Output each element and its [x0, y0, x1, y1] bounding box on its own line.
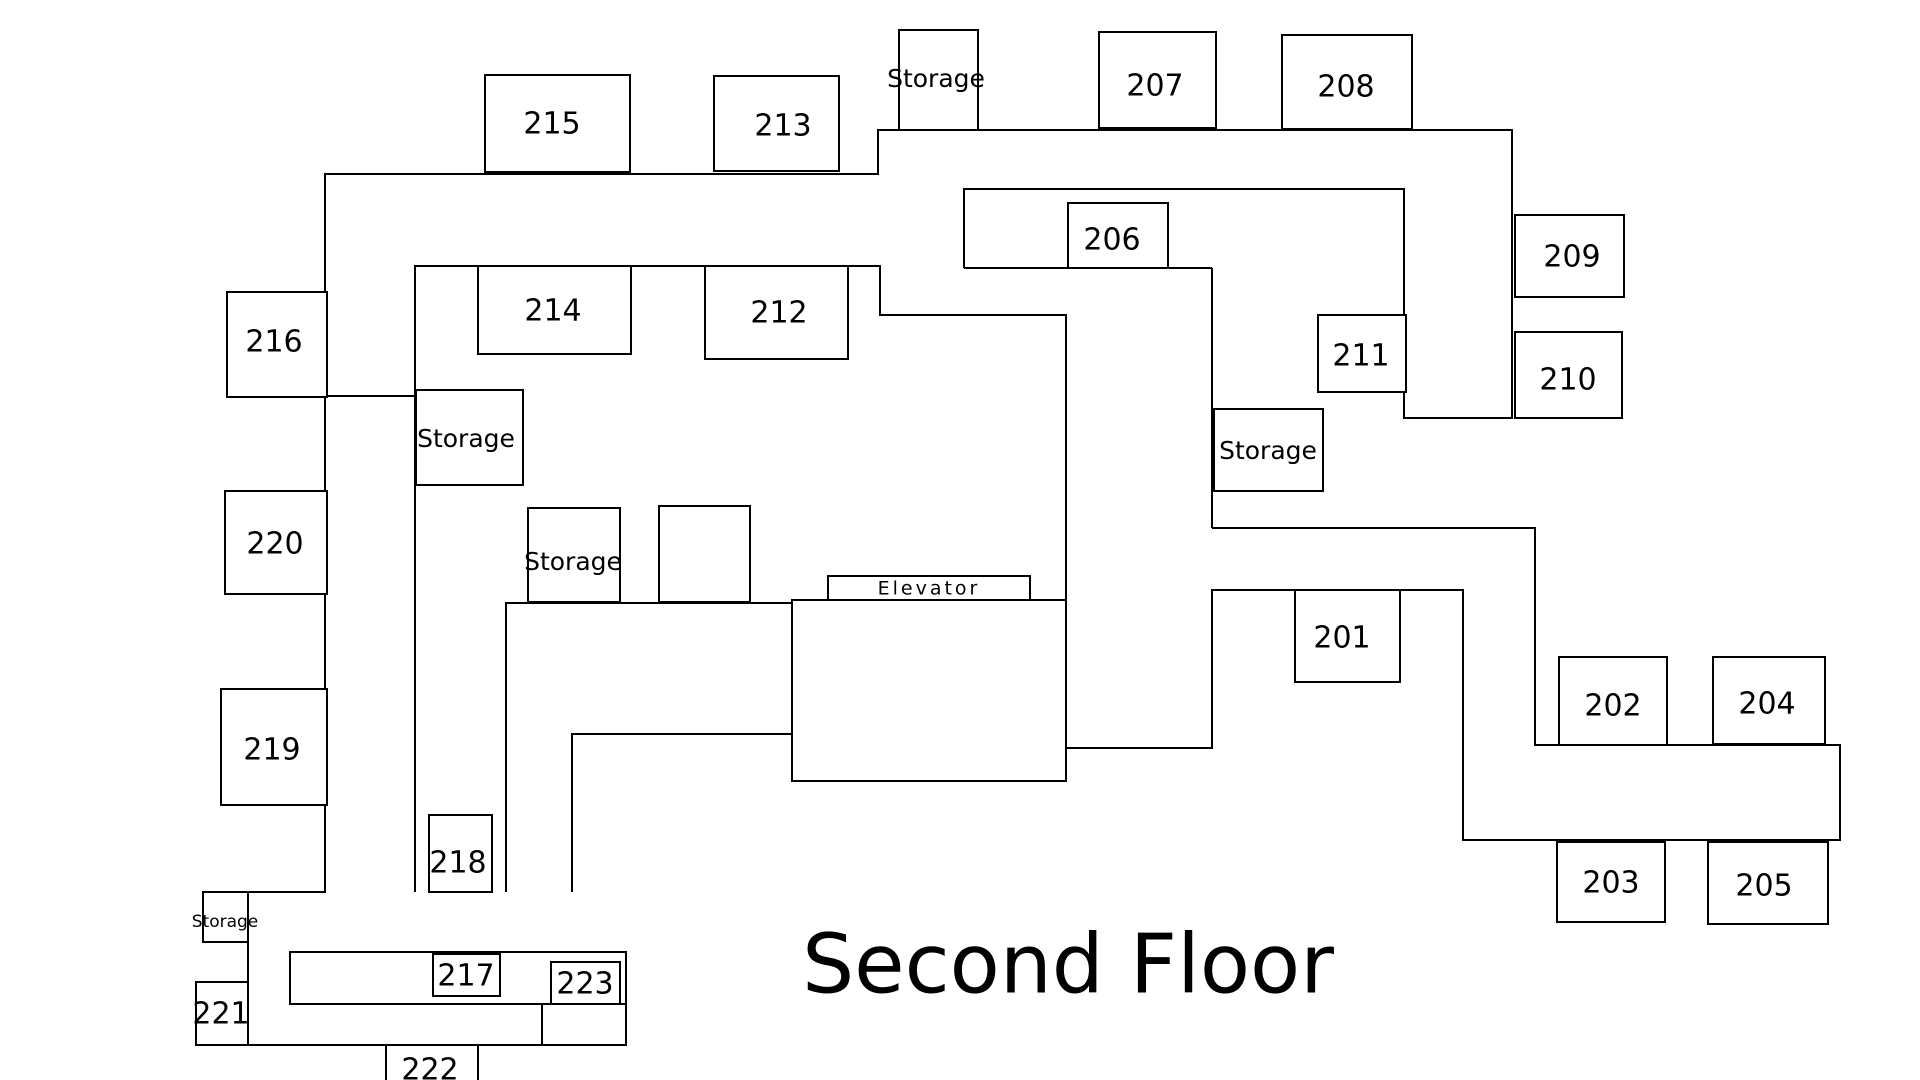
- svg-text:210: 210: [1539, 363, 1596, 398]
- room-208[interactable]: 208: [1281, 34, 1413, 130]
- svg-text:209: 209: [1543, 240, 1600, 275]
- elevator-label: Elevator: [878, 578, 981, 600]
- svg-text:211: 211: [1332, 339, 1389, 374]
- room-218[interactable]: 218: [428, 814, 493, 893]
- svg-text:204: 204: [1738, 687, 1795, 722]
- corridor-south-strip: [289, 951, 627, 1005]
- svg-text:212: 212: [750, 296, 807, 331]
- corridor-north-inner: [414, 265, 1067, 892]
- svg-text:208: 208: [1317, 70, 1374, 105]
- room-217[interactable]: 217: [432, 953, 501, 997]
- svg-text:Storage: Storage: [524, 547, 622, 576]
- room-unlabeled[interactable]: [658, 505, 751, 603]
- room-211[interactable]: 211: [1317, 314, 1407, 393]
- svg-text:Storage: Storage: [192, 912, 259, 932]
- svg-text:201: 201: [1313, 621, 1370, 656]
- svg-text:215: 215: [523, 107, 580, 142]
- svg-text:Storage: Storage: [1219, 436, 1317, 465]
- svg-text:206: 206: [1083, 223, 1140, 258]
- corridor-south-strip-lower: [541, 1003, 627, 1046]
- svg-text:202: 202: [1584, 689, 1641, 724]
- corridor-east-outer: [1066, 527, 1841, 841]
- svg-text:205: 205: [1735, 869, 1792, 904]
- floor-title: Second Floor: [802, 917, 1334, 1012]
- room-219[interactable]: 219: [220, 688, 328, 806]
- svg-text:221: 221: [192, 997, 249, 1032]
- svg-text:213: 213: [754, 109, 811, 144]
- svg-text:220: 220: [246, 527, 303, 562]
- corridor-south-inner: [571, 733, 792, 892]
- room-209[interactable]: 209: [1514, 214, 1625, 298]
- svg-text:218: 218: [429, 846, 486, 881]
- corridor-north-outer: [324, 129, 1513, 665]
- room-207[interactable]: 207: [1098, 31, 1217, 129]
- room-212[interactable]: 212: [704, 265, 849, 360]
- room-214[interactable]: 214: [477, 265, 632, 355]
- room-222[interactable]: 222: [385, 1044, 479, 1080]
- svg-text:207: 207: [1126, 69, 1183, 104]
- room-221[interactable]: 221: [192, 981, 250, 1046]
- svg-text:222: 222: [401, 1053, 458, 1080]
- room-216[interactable]: 216: [226, 291, 328, 398]
- room-205[interactable]: 205: [1707, 841, 1829, 925]
- room-202[interactable]: 202: [1558, 656, 1668, 746]
- svg-text:223: 223: [556, 967, 613, 1002]
- elevator: Elevator: [791, 575, 1067, 782]
- storage-room-southwest[interactable]: Storage: [192, 891, 259, 943]
- corridor-west-inner: [505, 602, 792, 892]
- room-223[interactable]: 223: [550, 961, 621, 1005]
- room-203[interactable]: 203: [1556, 841, 1666, 923]
- storage-room-east[interactable]: Storage: [1213, 408, 1324, 492]
- room-210[interactable]: 210: [1514, 331, 1623, 419]
- svg-text:Storage: Storage: [417, 424, 515, 453]
- room-204[interactable]: 204: [1712, 656, 1826, 745]
- room-213[interactable]: 213: [713, 75, 840, 172]
- room-215[interactable]: 215: [484, 74, 631, 173]
- room-201[interactable]: 201: [1294, 589, 1401, 683]
- room-220[interactable]: 220: [224, 490, 328, 595]
- storage-room-center[interactable]: Storage: [524, 507, 622, 603]
- svg-text:203: 203: [1582, 866, 1639, 901]
- storage-room-west[interactable]: Storage: [415, 389, 524, 486]
- storage-room-north[interactable]: Storage: [887, 29, 985, 131]
- svg-text:219: 219: [243, 733, 300, 768]
- svg-text:217: 217: [437, 959, 494, 994]
- corridor-206-loop: [963, 188, 1513, 419]
- svg-text:214: 214: [524, 294, 581, 329]
- svg-text:Storage: Storage: [887, 64, 985, 93]
- room-206[interactable]: 206: [1067, 202, 1169, 269]
- svg-text:216: 216: [245, 325, 302, 360]
